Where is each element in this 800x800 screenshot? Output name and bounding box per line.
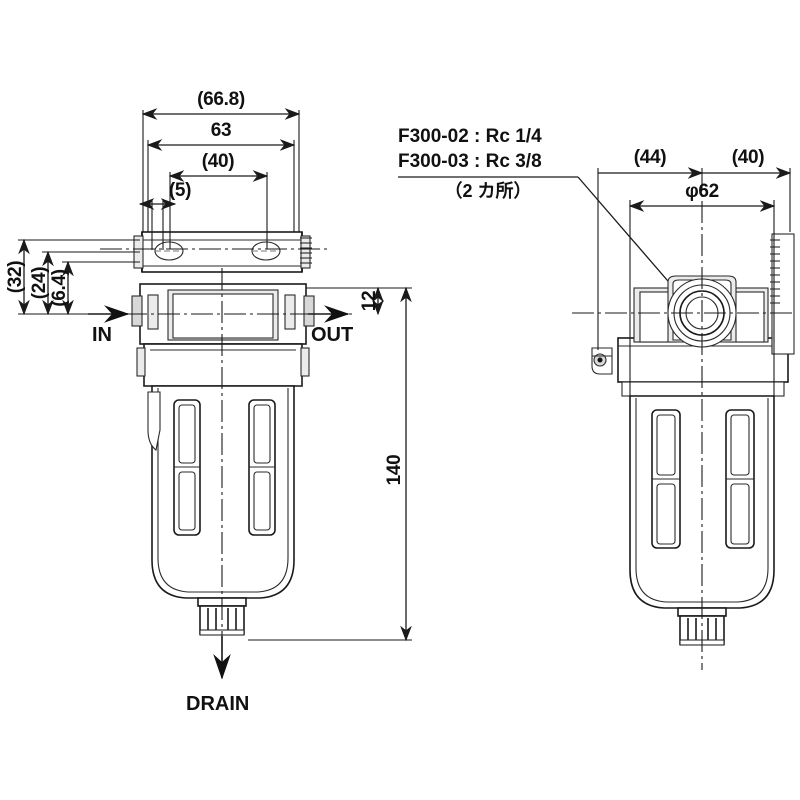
side-sight-window-right — [725, 409, 755, 549]
dim-port-height-top: (32) — [5, 238, 140, 316]
spec-note-line3: （2 カ所） — [444, 181, 531, 201]
dim-port-height-top-text: (32) — [5, 261, 26, 294]
outlet-flow-arrow-group: OUT — [308, 305, 353, 346]
side-view-dimensions: (44) (40) φ62 — [597, 147, 792, 396]
side-partial-right-element — [770, 233, 795, 355]
sight-window-right — [248, 399, 276, 536]
front-view-group: IN OUT DRAIN — [88, 231, 356, 715]
front-filter-body — [131, 283, 315, 387]
inlet-label: IN — [92, 324, 112, 346]
front-view-dimensions: (66.8) 63 (40) (5) — [5, 89, 412, 642]
dim-side-left-offset-text: (44) — [634, 147, 667, 168]
dim-mount-hole-spacing: (40) — [168, 151, 269, 249]
dim-side-offsets: (44) (40) — [597, 147, 792, 350]
drain-label: DRAIN — [186, 693, 249, 715]
front-mounting-bracket — [133, 231, 312, 273]
drain-flow-arrow-group: DRAIN — [186, 636, 249, 715]
dim-port-height-low: (6.4) — [49, 260, 140, 316]
dim-mount-hole-offset-text: (5) — [169, 180, 191, 201]
side-sight-window-left — [651, 409, 681, 549]
dim-side-right-offset-text: (40) — [732, 147, 765, 168]
dim-overall-width-ref-text: (66.8) — [197, 89, 245, 110]
dim-bracket-width: 63 — [146, 120, 296, 232]
sight-window-left — [173, 399, 201, 536]
spec-note-group: F300-02 : Rc 1/4 F300-03 : Rc 3/8 （2 カ所） — [398, 126, 694, 311]
outlet-label: OUT — [311, 324, 353, 346]
dim-port-height-low-text: (6.4) — [49, 269, 70, 307]
front-filter-bowl — [147, 385, 295, 599]
dim-port-height-mid-text: (24) — [29, 267, 50, 300]
spec-note-line1: F300-02 : Rc 1/4 — [398, 126, 542, 147]
dim-mount-hole-offset: (5) — [138, 180, 191, 250]
spec-note-line2: F300-03 : Rc 3/8 — [398, 151, 542, 172]
dim-overall-width-ref: (66.8) — [141, 89, 301, 232]
dim-port-depth-text: 12 — [359, 291, 380, 312]
dim-bowl-diameter: φ62 — [628, 181, 776, 396]
dim-port-height-mid: (24) — [29, 250, 140, 316]
dim-mount-hole-spacing-text: (40) — [202, 151, 235, 172]
inlet-flow-arrow-group: IN — [88, 305, 130, 346]
dim-bracket-width-text: 63 — [211, 120, 232, 141]
side-view-group — [572, 168, 796, 670]
dim-overall-height: 140 — [248, 286, 412, 642]
dim-bowl-diameter-text: φ62 — [685, 181, 719, 202]
dim-overall-height-text: 140 — [384, 455, 405, 486]
side-mounting-clip — [591, 347, 613, 375]
